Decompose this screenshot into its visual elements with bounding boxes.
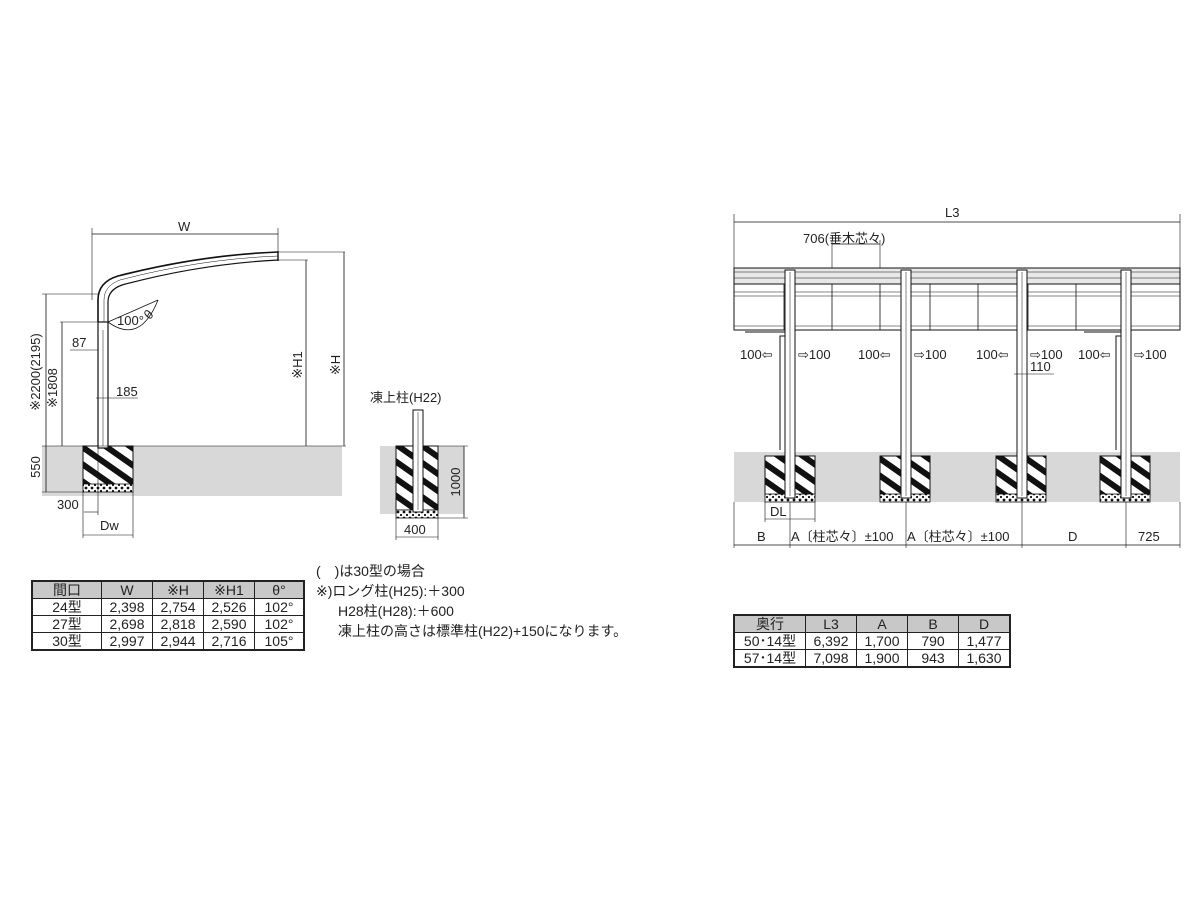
cell: 2,526 — [203, 598, 255, 616]
arrow-label-1: 100⇦ — [740, 347, 773, 362]
note-line: H28柱(H28):＋600 — [338, 603, 454, 619]
dim-87: 87 — [72, 335, 86, 350]
notes: ( )は30型の場合 ※)ロング柱(H25):＋300 H28柱(H28):＋6… — [316, 561, 627, 641]
table-header-row: 間口 W ※H ※H1 θ° — [31, 580, 305, 599]
table-row: 50･14型 6,392 1,700 790 1,477 — [733, 632, 1011, 650]
cell: 2,754 — [152, 598, 204, 616]
col-header: 奥行 — [733, 614, 806, 633]
dim-725: 725 — [1138, 529, 1160, 544]
dim-w: W — [178, 219, 191, 234]
dim-l3: L3 — [945, 205, 959, 220]
arrow-label-5: 100⇦ — [976, 347, 1009, 362]
cell: 943 — [907, 649, 959, 668]
table-row: 27型 2,698 2,818 2,590 102° — [31, 615, 305, 633]
note-line: ( )は30型の場合 — [316, 563, 425, 579]
dim-a2: A〔柱芯々〕±100 — [907, 529, 1010, 544]
col-header: L3 — [805, 614, 857, 633]
cell: 1,900 — [856, 649, 908, 668]
cell: 30型 — [31, 632, 102, 651]
spec-table-depth: 奥行 L3 A B D 50･14型 6,392 1,700 790 1,477… — [733, 614, 1011, 668]
col-header: 間口 — [31, 580, 102, 599]
dim-2200: ※2200(2195) — [28, 333, 43, 410]
cell: 2,590 — [203, 615, 255, 633]
frost-pillar: 凍上柱(H22) 1000 400 — [370, 390, 468, 540]
dim-300: 300 — [57, 497, 79, 512]
arrow-label-8: ⇨100 — [1134, 347, 1167, 362]
dim-a1: A〔柱芯々〕±100 — [791, 529, 894, 544]
cell: 102° — [254, 615, 305, 633]
cell: 6,392 — [805, 632, 857, 650]
cell: 24型 — [31, 598, 102, 616]
dim-185: 185 — [116, 384, 138, 399]
col-header: A — [856, 614, 908, 633]
col-header: ※H — [152, 580, 204, 599]
cell: 2,716 — [203, 632, 255, 651]
cell: 1,630 — [958, 649, 1011, 668]
dim-400: 400 — [404, 522, 426, 537]
cell: 50･14型 — [733, 632, 806, 650]
dim-h1: ※H1 — [290, 351, 305, 379]
arrow-label-3: 100⇦ — [858, 347, 891, 362]
cell: 1,477 — [958, 632, 1011, 650]
angle-100: 100° — [117, 313, 144, 328]
footing — [82, 445, 134, 487]
table-header-row: 奥行 L3 A B D — [733, 614, 1011, 633]
arrow-label-6: ⇨100 — [1030, 347, 1063, 362]
dim-d: D — [1068, 529, 1077, 544]
cell: 57･14型 — [733, 649, 806, 668]
dim-dl: DL — [770, 504, 787, 519]
cell: 2,944 — [152, 632, 204, 651]
dim-1808: ※1808 — [45, 368, 60, 408]
cell: 2,997 — [101, 632, 153, 651]
roof-panel — [733, 283, 1181, 331]
cell: 7,098 — [805, 649, 857, 668]
col-header: ※H1 — [203, 580, 255, 599]
frost-title: 凍上柱(H22) — [370, 390, 442, 405]
note-line: ※)ロング柱(H25):＋300 — [316, 583, 465, 599]
cell: 105° — [254, 632, 305, 651]
roof-curve — [97, 251, 279, 322]
col-header: B — [907, 614, 959, 633]
dim-550: 550 — [28, 456, 43, 478]
table-row: 24型 2,398 2,754 2,526 102° — [31, 598, 305, 616]
table-row: 57･14型 7,098 1,900 943 1,630 — [733, 649, 1011, 668]
dim-h: ※H — [328, 355, 343, 375]
dim-110: 110 — [1030, 359, 1051, 374]
side-view: 100° θ W ※H ※H1 ※2200(2195) ※1808 87 185… — [28, 219, 346, 538]
col-header: θ° — [254, 580, 305, 599]
front-view: L3 706(垂木芯々) — [733, 205, 1181, 548]
cell: 1,700 — [856, 632, 908, 650]
spec-table-width: 間口 W ※H ※H1 θ° 24型 2,398 2,754 2,526 102… — [31, 580, 305, 651]
dim-dw: Dw — [100, 518, 119, 533]
col-header: D — [958, 614, 1011, 633]
dim-b: B — [757, 529, 766, 544]
cell: 2,398 — [101, 598, 153, 616]
cell: 2,698 — [101, 615, 153, 633]
note-line: 凍上柱の高さは標準柱(H22)+150になります。 — [338, 623, 628, 639]
cell: 2,818 — [152, 615, 204, 633]
arrow-label-7: 100⇦ — [1078, 347, 1111, 362]
arrow-label-4: ⇨100 — [914, 347, 947, 362]
footing-gravel — [82, 483, 134, 493]
cell: 790 — [907, 632, 959, 650]
dim-1000: 1000 — [448, 468, 463, 497]
cell: 102° — [254, 598, 305, 616]
dim-706: 706(垂木芯々) — [803, 231, 885, 246]
table-row: 30型 2,997 2,944 2,716 105° — [31, 632, 305, 651]
arrow-label-2: ⇨100 — [798, 347, 831, 362]
cell: 27型 — [31, 615, 102, 633]
roof-beam — [733, 267, 1181, 285]
col-header: W — [101, 580, 153, 599]
